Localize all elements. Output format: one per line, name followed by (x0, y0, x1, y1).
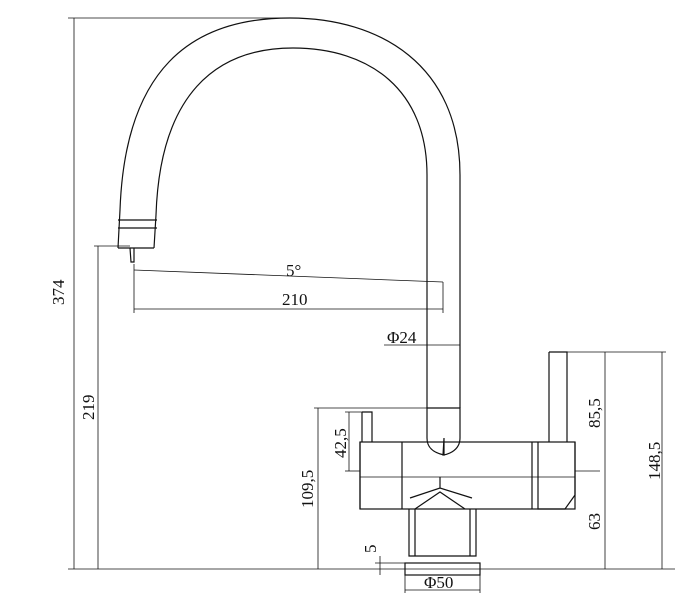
neck-collar (426, 407, 461, 456)
dimension-lines (68, 17, 675, 593)
body-cross (409, 477, 473, 510)
right-lever (548, 351, 568, 442)
faucet-outline (117, 17, 576, 576)
dim-angle: 5° (286, 261, 301, 280)
dimension-labels: 374 219 5° 210 Φ24 85,5 148,5 63 42,5 10… (49, 261, 664, 592)
dim-lever-right: 63 (585, 513, 604, 530)
dim-base-offset: 5 (361, 545, 380, 554)
right-housing (537, 442, 576, 510)
spout-nozzle (129, 247, 135, 263)
dim-base-diameter: Φ50 (424, 573, 453, 592)
spout-head (118, 219, 157, 249)
dim-body-height: 148,5 (645, 442, 664, 480)
left-lever (361, 411, 373, 442)
spout-outer (117, 17, 461, 408)
spout-inner (153, 47, 428, 408)
lower-trunk (408, 509, 477, 557)
body-left-cap (359, 442, 403, 509)
lower-neck (414, 509, 471, 556)
dim-lever-top: 85,5 (585, 398, 604, 428)
dim-total-height: 374 (49, 279, 68, 305)
dim-spout-height: 219 (79, 395, 98, 421)
dim-body-left: 109,5 (298, 470, 317, 508)
main-body (359, 441, 576, 510)
dim-reach: 210 (282, 290, 308, 309)
dim-left-lever: 42,5 (331, 428, 350, 458)
dim-spout-diameter: Φ24 (387, 328, 417, 347)
